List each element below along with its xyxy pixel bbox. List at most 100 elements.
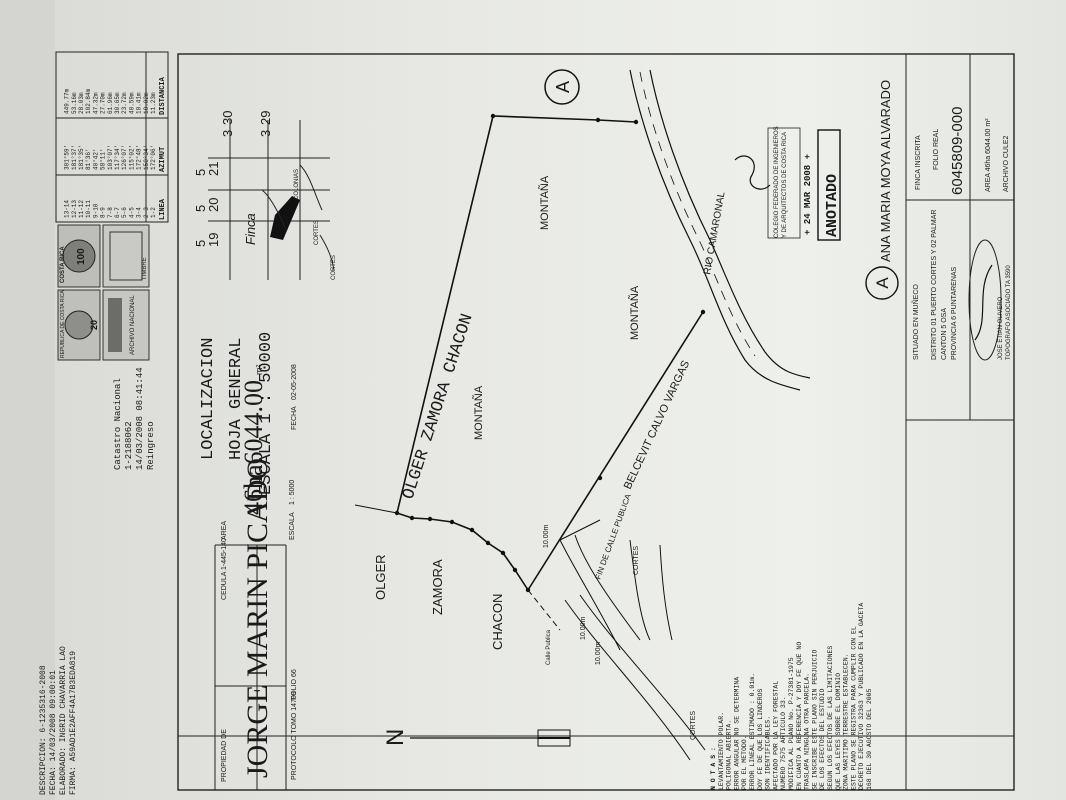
table-cell-azimut: 103°07' — [107, 145, 114, 170]
table-header-azimut: AZIMUT — [159, 147, 167, 172]
table-cell-linea: 7-8 — [107, 207, 114, 218]
localizacion-subtitle: HOJA GENERAL — [227, 338, 246, 460]
street-lines — [559, 519, 706, 761]
table-cell-linea: 8-9 — [100, 207, 107, 218]
stamp-seal-3: COSTA RICA 100 — [57, 224, 101, 288]
title-block: PROPIEDAD DE JORGE MARIN PICADO CEDULA 1… — [221, 107, 1012, 782]
label-montana-3: MONTAÑA — [628, 285, 641, 340]
table-cell-linea: 2-3 — [143, 207, 150, 218]
grid-top-sub-1: 19 — [206, 233, 221, 247]
grid-right-1: 3 — [220, 130, 235, 137]
note-line: ERROR LINEAL ESTIMADO : 0.01m. — [749, 673, 756, 790]
fecha-value: 02-05-2008 — [291, 364, 298, 400]
localizacion-block: LOCALIZACION HOJA GENERAL ESCALA 1 : 500… — [199, 332, 276, 495]
header-line-2: FECHA: 14/03/2008 09:00:01 — [49, 670, 58, 795]
note-line: ESTE PLANO SE REGISTRA PARA CUMPLIR CON … — [850, 626, 857, 790]
seal-4-label: TIMBRE — [142, 257, 148, 280]
grid-top-2: 5 — [193, 205, 208, 212]
grid-top-sub-3: 21 — [206, 162, 221, 176]
table-cell-distancia: 11.23m — [150, 92, 157, 114]
header-line-1: DESCRIPCION: 6-1235316-2008 — [39, 665, 48, 795]
sheet-border — [177, 53, 1015, 791]
side-circle-label: A — [873, 277, 892, 289]
note-line: DE LOS EFECTOS DEL ESTUDIO — [819, 688, 826, 790]
table-cell-distancia: 40.59m — [128, 92, 135, 114]
location-map: 5 19 5 20 5 21 3 30 3 29 Finca COLONIAS … — [193, 111, 337, 280]
grid-right-sub-1: 30 — [220, 111, 235, 125]
header-line-4: FIRMA: A59AD1E2AFF4A17B3EDA819 — [69, 651, 78, 795]
archivo: ARCHIVO CULE2 — [1003, 135, 1010, 192]
table-cell-azimut: 40°42' — [92, 148, 99, 170]
note-line: TRASLAPA NINGUNA OTRA PARCELA. — [804, 673, 811, 790]
table-cell-azimut: 181°37' — [71, 145, 78, 170]
notes-block: N O T A S :LEVANTAMIENTO POLAR.POLIGONAL… — [710, 603, 873, 790]
label-montana-2: MONTAÑA — [538, 175, 551, 230]
protocolo: PROTOCOLO TOMO 14709 — [291, 691, 298, 780]
table-cell-azimut: 117°34' — [114, 145, 121, 170]
note-line: DOY FE DE QUE LOS LINDEROS — [757, 688, 764, 790]
table-cell-linea: 6-7 — [114, 207, 121, 218]
situado-label: SITUADO EN MUÑECO — [911, 284, 920, 360]
label-dist-1: 10.00m — [595, 641, 602, 665]
note-line: MODIFICA AL PLANO No. P-27381-1975 — [788, 657, 795, 790]
owner-name: JORGE MARIN PICADO — [241, 458, 274, 778]
adjacent-owner: A ANA MARIA MOYA ALVARADO — [865, 80, 899, 300]
folio: FOLIO 66 — [291, 669, 298, 700]
note-line: SON IDENTIFICABLES. — [765, 716, 772, 790]
table-cell-linea: 5-6 — [121, 207, 128, 218]
table-cell-azimut: 150°34' — [143, 145, 150, 170]
note-line: DECRETO EJECUTIVO 32363 Y PUBLICADO EN L… — [858, 603, 865, 790]
propiedad-label: PROPIEDAD DE — [221, 729, 228, 782]
table-cell-azimut: 172°48' — [136, 145, 143, 170]
topografo-name: JOSE ETIAN OLIVERO — [998, 296, 1004, 360]
left-margin — [0, 0, 55, 800]
grid-right-sub-2: 29 — [258, 111, 273, 125]
label-olger: OLGER — [373, 554, 388, 600]
circle-a-label: A — [553, 81, 573, 93]
label-dist-2: 10.00m — [543, 524, 550, 548]
note-line: AFECTADO POR LA LEY FORESTAL — [772, 681, 779, 790]
table-cell-linea: 3-4 — [136, 207, 143, 218]
map-label-cortes-1: CORTES — [314, 220, 320, 245]
finca-label: Finca — [243, 213, 258, 245]
table-cell-azimut: 115°02' — [128, 145, 135, 170]
canton: CANTON 5 OSA — [941, 308, 948, 360]
localizacion-scale: ESCALA 1 : 50000 — [257, 332, 276, 495]
note-line: POLIGONAL ABIERTA. — [726, 720, 733, 790]
north-label: N — [382, 729, 409, 746]
table-cell-linea: 9-10 — [92, 203, 99, 218]
area-unit: m² — [254, 365, 264, 376]
note-line: EN CUANTO A REFERENCIA Y DOY FE QUE NO — [796, 642, 803, 790]
stamp-seal-2: ARCHIVO NACIONAL — [102, 289, 150, 361]
folio-real: FOLIO REAL — [933, 129, 940, 170]
seal-3-label: COSTA RICA — [60, 246, 66, 283]
note-line: QUE LAS LEYES SOBRE EL DOMINIO — [835, 673, 842, 790]
registry-text: Catastro Nacional 1-2188062 14/03/2008 0… — [113, 367, 156, 470]
header-line-3: ELABORADO: INGRID CHAVARRIA LAO — [59, 646, 68, 795]
area-value: 46ha6044.00 — [239, 380, 268, 515]
table-cell-azimut: 301°59' — [64, 145, 71, 170]
table-cell-azimut: 81°36' — [85, 148, 92, 170]
table-cell-distancia: 10.41m — [136, 92, 143, 114]
stamp-seal-4: TIMBRE — [102, 224, 150, 288]
registration-stamp-text: DESCRIPCION: 6-1235316-2008 FECHA: 14/03… — [39, 646, 78, 795]
finca-number: 6045809-000 — [949, 107, 966, 195]
registry-line-3: 14/03/2008 08:41:44 — [135, 367, 145, 470]
table-cell-distancia: 102.84m — [85, 88, 92, 114]
table-cell-distancia: 28.03m — [78, 92, 85, 114]
circle-a-marker — [544, 69, 580, 105]
colegio-stamp: COLEGIO FEDERADO DE INGENIEROS Y DE ARQU… — [734, 126, 841, 241]
table-cell-linea: 1-2 — [150, 207, 157, 218]
grid-right-2: 3 — [258, 130, 273, 137]
colegio-line-2: Y DE ARQUITECTOS DE COSTA RICA — [782, 132, 788, 238]
side-owner-name: ANA MARIA MOYA ALVARADO — [878, 80, 893, 262]
table-cell-linea: 10-11 — [85, 200, 92, 218]
table-cell-azimut: 181°35' — [78, 145, 85, 170]
note-line: NUMERO 7575 ARTICULO 33. — [780, 696, 787, 790]
table-cell-linea: 12-13 — [71, 200, 78, 218]
table-cell-linea: 11-12 — [78, 200, 85, 218]
note-line: SEGUN LOS EFECTOS DE LAS LIMITACIONES — [827, 646, 834, 790]
map-label-colonias: COLONIAS — [294, 169, 300, 200]
